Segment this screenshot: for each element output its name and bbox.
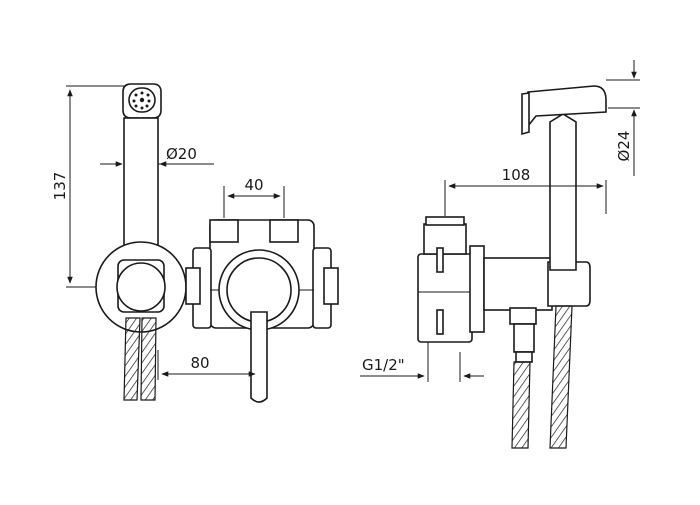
hose-side — [511, 305, 573, 449]
dim-side-depth: 108 — [444, 166, 607, 216]
mixer-body — [185, 219, 339, 331]
side-spacer — [483, 257, 553, 311]
side-flange — [469, 245, 485, 333]
dim-thread: G1/2" — [360, 342, 484, 382]
dim-projection: 80 — [157, 350, 256, 380]
side-inlet-body — [417, 216, 473, 343]
dim-height-label: 137 — [51, 172, 69, 201]
dim-head-diameter-label: Ø20 — [166, 145, 197, 163]
front-view: 137 Ø20 — [51, 83, 339, 403]
side-bracket — [547, 261, 591, 307]
hand-shower-head — [122, 83, 162, 119]
spray-nozzle-icon — [132, 91, 151, 110]
dim-inlet-spacing-label: 40 — [244, 176, 263, 194]
dim-side-diameter-label: Ø24 — [615, 131, 633, 162]
wall-holder — [95, 241, 214, 333]
side-hand-shower — [521, 85, 607, 271]
hose-front — [123, 317, 157, 401]
mixer-lever — [250, 311, 268, 403]
dim-side-depth-label: 108 — [502, 166, 531, 184]
dim-projection-label: 80 — [190, 354, 209, 372]
dim-height-137: 137 — [51, 85, 126, 288]
dim-inlet-spacing: 40 — [223, 176, 285, 218]
side-view: Ø24 108 G1/2" — [360, 60, 640, 449]
dim-head-diameter: Ø20 — [100, 145, 214, 167]
side-outlet-elbow — [509, 307, 537, 363]
dim-thread-label: G1/2" — [362, 356, 405, 374]
dim-side-diameter: Ø24 — [606, 60, 640, 176]
